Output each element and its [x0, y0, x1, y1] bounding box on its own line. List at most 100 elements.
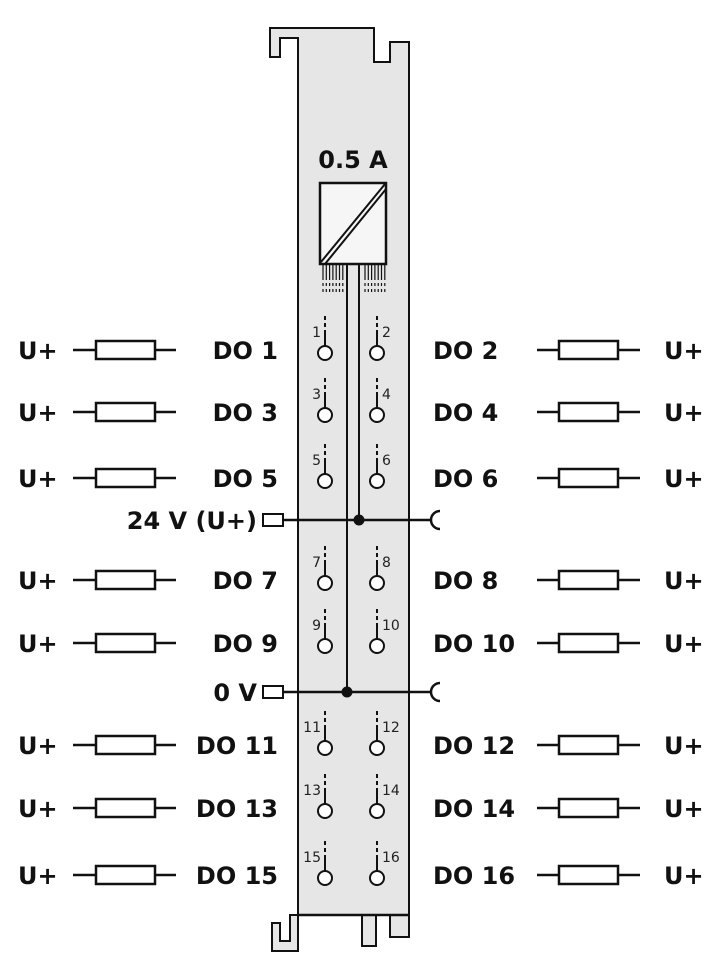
output-label: DO 15	[196, 862, 278, 890]
load-supply-label: U+	[18, 732, 58, 760]
contact-number: 11	[303, 720, 321, 736]
contact-terminal-icon	[369, 407, 385, 423]
junction-dot	[353, 514, 365, 526]
output-label: DO 13	[196, 795, 278, 823]
output-label: DO 2	[433, 337, 498, 365]
contact-terminal-icon	[369, 870, 385, 886]
output-label: DO 7	[213, 567, 278, 595]
contact-number: 4	[382, 387, 391, 403]
contact-number: 9	[312, 618, 321, 634]
load-resistor-icon	[557, 632, 620, 654]
load-resistor-icon	[94, 569, 157, 591]
load-supply-label: U+	[18, 862, 58, 890]
load-resistor-icon	[557, 797, 620, 819]
ground-connector-icon	[429, 681, 441, 703]
load-resistor-icon	[94, 797, 157, 819]
output-label: DO 10	[433, 630, 515, 658]
load-supply-label: U+	[664, 795, 704, 823]
channel-row: 1 2U+ DO 1 DO 2 U+	[18, 316, 704, 365]
load-resistor-icon	[94, 734, 157, 756]
contact-number: 15	[303, 850, 321, 866]
output-label: DO 16	[433, 862, 515, 890]
ground-label: 0 V	[213, 679, 257, 707]
channel-row: 9 10U+ DO 9 DO 10 U+	[18, 609, 704, 658]
load-resistor-icon	[557, 467, 620, 489]
load-resistor-icon	[557, 339, 620, 361]
contact-number: 10	[382, 618, 400, 634]
contact-terminal-icon	[369, 803, 385, 819]
contact-number: 14	[382, 783, 400, 799]
output-label: DO 4	[433, 399, 498, 427]
contact-terminal-icon	[317, 638, 333, 654]
load-supply-label: U+	[664, 465, 704, 493]
load-supply-label: U+	[664, 567, 704, 595]
output-label: DO 9	[213, 630, 278, 658]
channel-row: 13 14U+ DO 13 DO 14 U+	[18, 774, 704, 823]
contact-number: 2	[382, 325, 391, 341]
supply-terminal-icon	[262, 513, 284, 527]
internal-bus-lines	[262, 264, 441, 703]
contact-number: 6	[382, 453, 391, 469]
load-supply-label: U+	[664, 399, 704, 427]
output-label: DO 14	[433, 795, 515, 823]
current-rating-label: 0.5 A	[318, 146, 388, 174]
bottom-tab	[389, 914, 410, 938]
contact-terminal-icon	[369, 473, 385, 489]
contact-terminal-icon	[317, 803, 333, 819]
load-supply-label: U+	[18, 465, 58, 493]
output-label: DO 6	[433, 465, 498, 493]
bottom-left-hook	[271, 914, 299, 952]
load-resistor-icon	[557, 401, 620, 423]
output-label: DO 1	[213, 337, 278, 365]
contact-terminal-icon	[317, 407, 333, 423]
ground-terminal-icon	[262, 685, 284, 699]
contact-terminal-icon	[369, 740, 385, 756]
load-supply-label: U+	[664, 630, 704, 658]
load-resistor-icon	[557, 734, 620, 756]
contact-number: 16	[382, 850, 400, 866]
channel-row: 3 4U+ DO 3 DO 4 U+	[18, 378, 704, 427]
contact-terminal-icon	[317, 870, 333, 886]
load-resistor-icon	[94, 401, 157, 423]
load-resistor-icon	[94, 632, 157, 654]
load-resistor-icon	[557, 569, 620, 591]
contact-number: 12	[382, 720, 400, 736]
output-label: DO 11	[196, 732, 278, 760]
load-supply-label: U+	[18, 567, 58, 595]
junction-dot	[341, 686, 353, 698]
load-resistor-icon	[557, 864, 620, 886]
contact-number: 1	[312, 325, 321, 341]
load-supply-label: U+	[18, 399, 58, 427]
contact-number: 8	[382, 555, 391, 571]
contact-number: 13	[303, 783, 321, 799]
output-label: DO 8	[433, 567, 498, 595]
contact-terminal-icon	[317, 740, 333, 756]
channel-row: 15 16U+ DO 15 DO 16 U+	[18, 841, 704, 890]
load-supply-label: U+	[18, 795, 58, 823]
load-supply-label: U+	[18, 630, 58, 658]
load-supply-label: U+	[664, 732, 704, 760]
contact-terminal-icon	[369, 638, 385, 654]
converter-leads	[322, 264, 386, 292]
load-resistor-icon	[94, 467, 157, 489]
load-supply-label: U+	[664, 337, 704, 365]
contact-terminal-icon	[317, 473, 333, 489]
supply-label: 24 V (U+)	[127, 507, 257, 535]
contact-terminal-icon	[369, 345, 385, 361]
load-resistor-icon	[94, 864, 157, 886]
dc-dc-converter-icon	[318, 181, 388, 266]
load-resistor-icon	[94, 339, 157, 361]
contact-terminal-icon	[317, 575, 333, 591]
contact-number: 3	[312, 387, 321, 403]
bottom-tab	[361, 914, 377, 947]
output-label: DO 3	[213, 399, 278, 427]
load-supply-label: U+	[18, 337, 58, 365]
load-supply-label: U+	[664, 862, 704, 890]
supply-connector-icon	[429, 509, 441, 531]
contact-terminal-icon	[369, 575, 385, 591]
